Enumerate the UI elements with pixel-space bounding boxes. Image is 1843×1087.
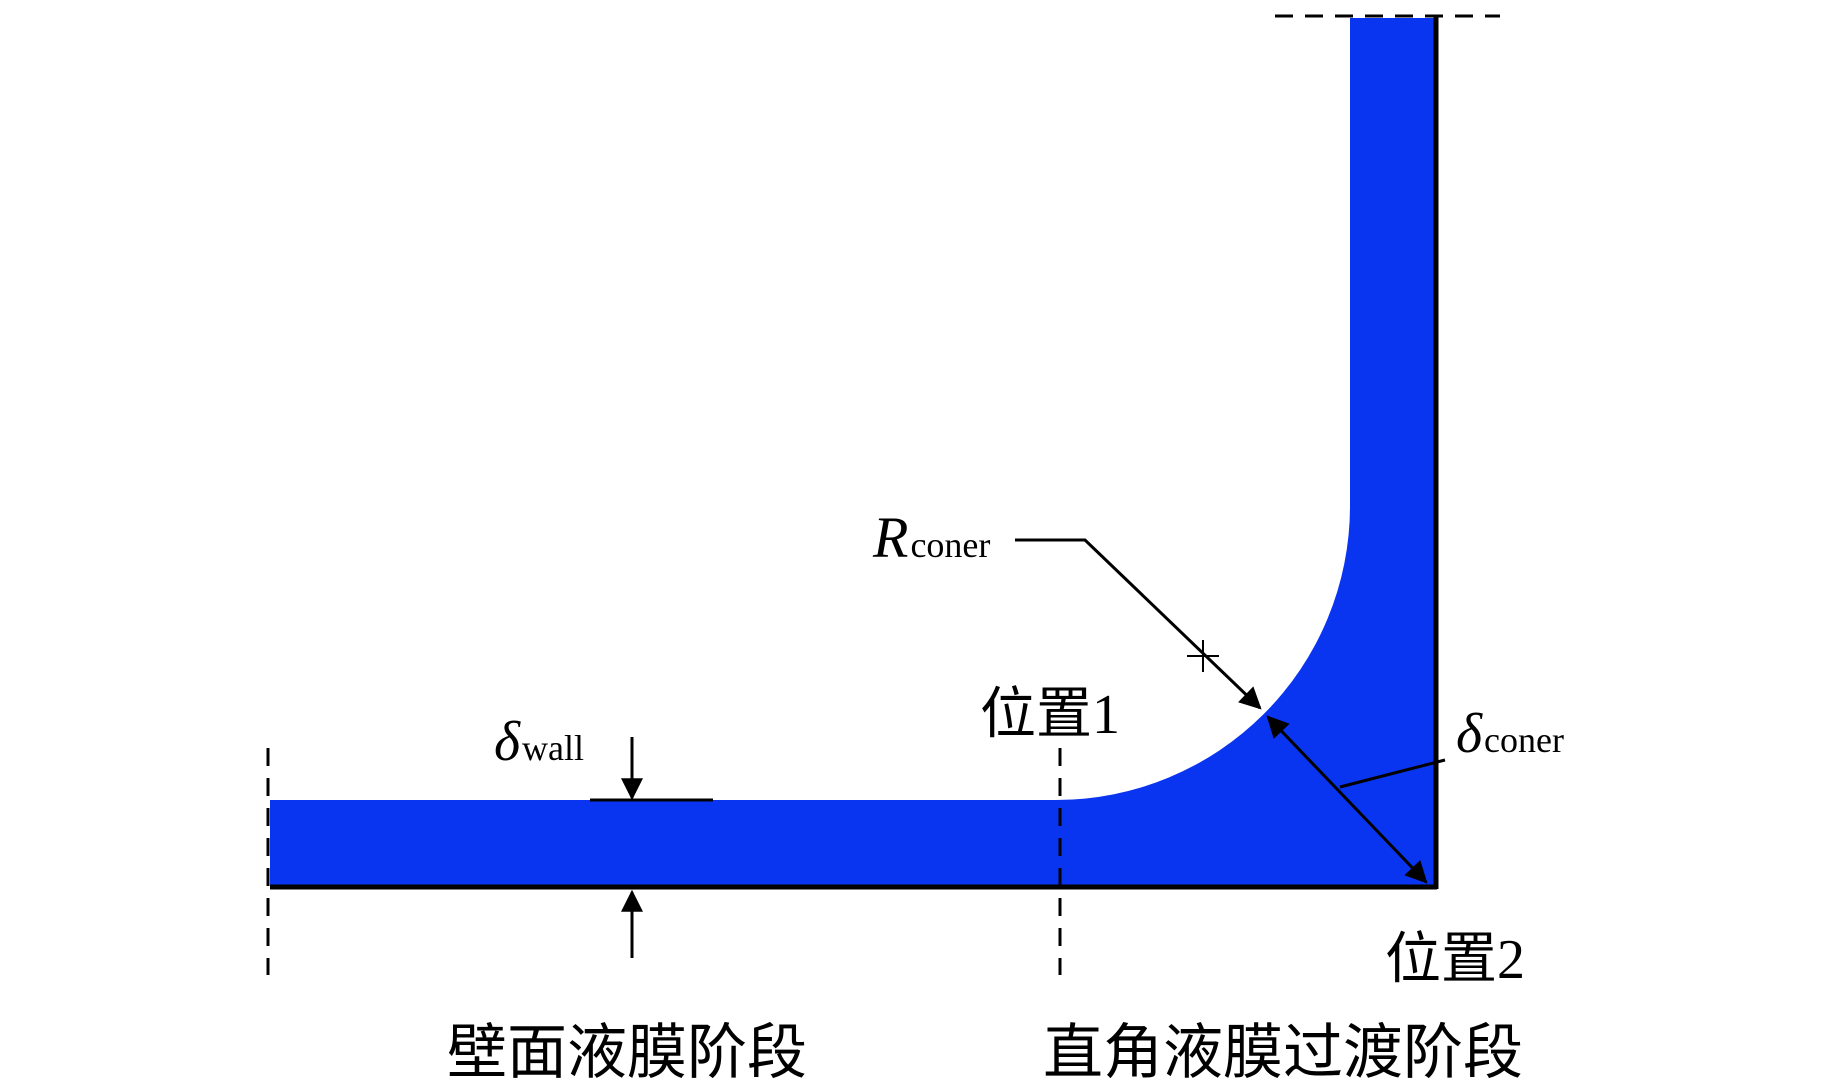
- delta-coner-arrow: [1266, 715, 1428, 884]
- delta-coner-label: δconer: [1456, 703, 1564, 765]
- position-1-label: 位置1: [980, 684, 1120, 746]
- delta-wall-label: δwall: [494, 711, 584, 773]
- stage-wall-label: 壁面液膜阶段: [447, 1020, 807, 1086]
- delta-coner-leader: [1339, 758, 1446, 789]
- r-coner-label: Rconer: [872, 505, 990, 570]
- r-coner-leader: [1015, 538, 1262, 710]
- liquid-film: [270, 18, 1436, 886]
- position-2-label: 位置2: [1385, 929, 1525, 991]
- stage-corner-label: 直角液膜过渡阶段: [1043, 1020, 1523, 1086]
